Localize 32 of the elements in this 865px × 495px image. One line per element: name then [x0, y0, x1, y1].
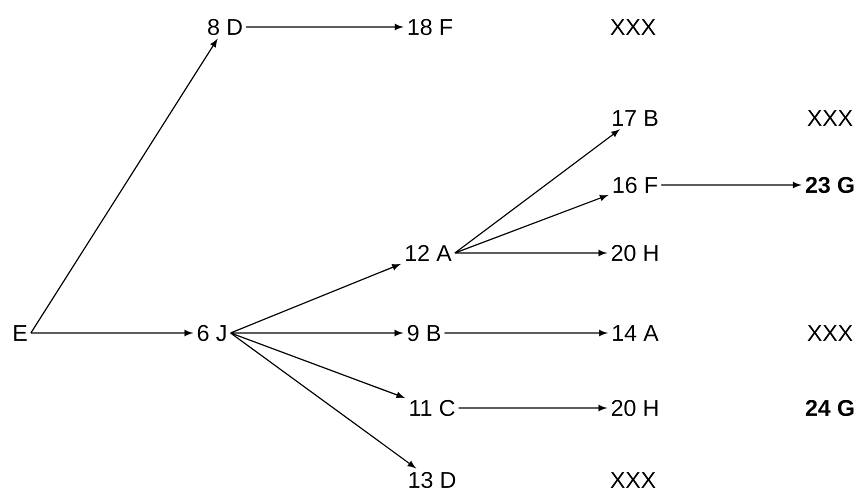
node-label: E	[14, 325, 27, 341]
node-label: 8 D	[208, 18, 242, 36]
arrow	[30, 330, 192, 336]
node-label: 6 J	[198, 324, 226, 342]
text-label: XXX	[610, 472, 656, 488]
node-label: 20 H	[612, 400, 658, 416]
text-label: XXX	[808, 325, 853, 341]
node-label: 17 B	[613, 110, 658, 126]
text-label: XXX	[808, 110, 853, 126]
arrow	[230, 264, 400, 334]
text-label: 24 G	[806, 400, 854, 416]
arrow	[444, 330, 606, 336]
arrow	[454, 194, 608, 254]
arrow	[454, 130, 619, 254]
arrow	[230, 330, 402, 336]
text-label: XXX	[610, 19, 656, 35]
arrow	[661, 182, 800, 188]
arrow	[454, 250, 606, 256]
node-label: 11 C	[410, 400, 455, 416]
arrow	[230, 332, 404, 398]
node-label: 9 B	[408, 324, 440, 342]
arrow	[230, 332, 416, 468]
node-label: 23 G	[806, 176, 854, 194]
node-label: 14 A	[613, 325, 659, 341]
node-label: 20 H	[612, 244, 658, 262]
arrow	[458, 405, 606, 411]
node-label: 18 F	[408, 18, 452, 36]
arrow	[246, 24, 402, 30]
arrow	[30, 40, 218, 334]
node-label: 13 D	[409, 472, 456, 488]
node-label: 16 F	[614, 176, 658, 194]
node-label: 12 A	[406, 244, 452, 262]
